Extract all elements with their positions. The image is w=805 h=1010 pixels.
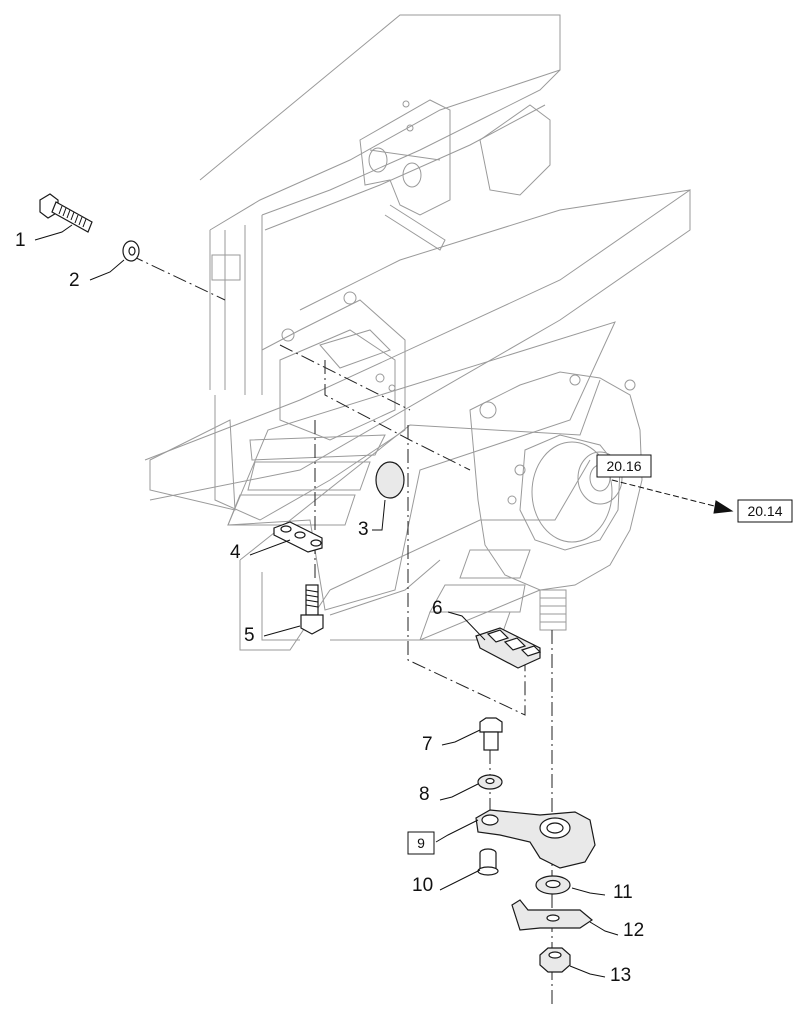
part-5-bolt xyxy=(300,584,324,635)
callout-1: 1 xyxy=(15,230,26,251)
background-frame xyxy=(144,14,691,521)
part-3-decal xyxy=(375,461,405,499)
callout-12: 12 xyxy=(623,920,644,941)
callout-2: 2 xyxy=(69,270,80,291)
callout-8: 8 xyxy=(419,784,430,805)
part-7-screw xyxy=(479,717,503,751)
callout-6: 6 xyxy=(432,598,443,619)
reference-box-20-16: 20.16 xyxy=(596,454,652,478)
callout-11: 11 xyxy=(613,882,633,903)
leader-lines xyxy=(34,224,619,978)
shield-plate-outline xyxy=(227,321,616,651)
part-8-washer xyxy=(477,774,503,790)
part-2-washer xyxy=(122,240,140,262)
part-6-clip xyxy=(475,627,542,669)
callout-9: 9 xyxy=(417,835,425,851)
part-4-lock-plate xyxy=(273,521,323,553)
part-10-bushing xyxy=(477,848,499,876)
reference-box-20-14: 20.14 xyxy=(737,499,793,523)
reference-arrow xyxy=(611,479,734,514)
callout-10: 10 xyxy=(412,875,433,896)
callout-7: 7 xyxy=(422,734,433,755)
callout-13: 13 xyxy=(610,965,631,986)
part-11-washer xyxy=(535,875,571,895)
reference-20-16: 20.16 xyxy=(606,458,641,474)
part-1-bolt xyxy=(39,193,93,233)
part-9-lever-arm xyxy=(475,809,596,869)
part-12-lock-tab xyxy=(511,899,594,931)
callout-5: 5 xyxy=(244,625,255,646)
part-13-nut xyxy=(539,947,571,973)
callout-9-box: 9 xyxy=(407,831,435,855)
callout-3: 3 xyxy=(358,519,369,540)
callout-4: 4 xyxy=(230,542,241,563)
gearbox-housing xyxy=(469,371,643,631)
reference-20-14: 20.14 xyxy=(747,503,782,519)
callout-labels: 1 2 3 4 5 6 7 8 10 11 12 13 xyxy=(15,230,644,986)
